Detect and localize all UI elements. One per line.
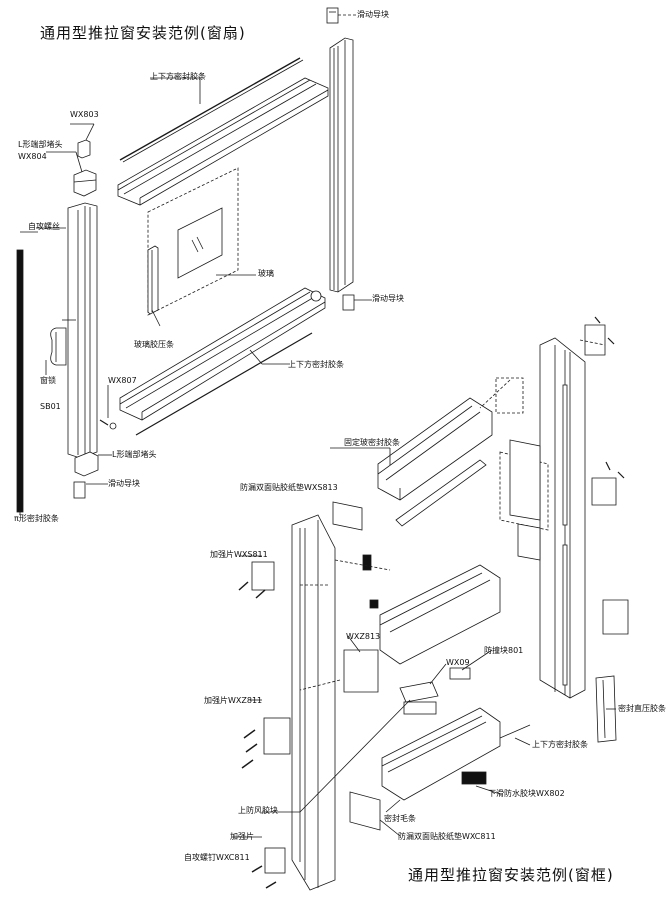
label-fixed-glass-seal: 固定玻密封胶条	[344, 438, 400, 447]
sash-top-rail	[117, 77, 329, 206]
label-glass-strip: 玻璃胶压条	[134, 340, 174, 349]
sash-left-profile	[67, 202, 98, 459]
label-anti-leak-wxs813: 防漏双面贴胶纸垫WXS813	[240, 483, 338, 492]
label-seal-top-bottom-1: 上下方密封胶条	[150, 72, 206, 81]
label-slide-guide-mid: 滑动导块	[372, 294, 404, 303]
label-seal-top-bottom-2: 上下方密封胶条	[288, 360, 344, 369]
frame-right-profile	[539, 337, 586, 699]
label-lock: 窗锁	[40, 376, 56, 385]
label-seal-press-strip: 密封直压胶条	[618, 704, 666, 713]
label-glass: 玻璃	[258, 269, 274, 278]
label-anti-leak-wxc811: 防漏双面贴胶纸垫WXC811	[398, 832, 496, 841]
label-lock-model: SB01	[40, 402, 61, 411]
frame-title: 通用型推拉窗安装范例(窗框)	[408, 866, 614, 884]
l-end-plug-top-part	[73, 139, 97, 197]
label-l-end-plug-bottom: L形端部堵头	[112, 450, 157, 459]
label-wx09: WX09	[446, 658, 470, 667]
label-wxz813: WXZ813	[346, 632, 381, 641]
label-l-end-plug-top: L形端部堵头	[18, 140, 63, 149]
label-windproof-block: 上防风胶块	[238, 806, 278, 815]
sash-title: 通用型推拉窗安装范例(窗扇)	[40, 24, 246, 42]
sash-bottom-rail	[119, 287, 326, 421]
label-self-tap-screw: 自攻螺丝	[28, 222, 60, 231]
label-reinforce: 加强片	[230, 832, 254, 841]
label-self-tap-wxc811: 自攻螺钉WXC811	[184, 853, 250, 862]
window-lock-part	[50, 319, 76, 366]
label-reinforce-wxz811: 加强片WXZ811	[204, 696, 263, 705]
label-waterproof-wx802: 下滑防水胶块WX802	[488, 789, 565, 798]
label-slide-guide-bottom: 滑动导块	[108, 479, 140, 488]
label-bump-block: 防撞块801	[484, 646, 524, 655]
frame-middle-rail	[379, 564, 501, 665]
label-wx804: WX804	[18, 152, 47, 161]
label-wx807: WX807	[108, 376, 137, 385]
label-seal-brush: 密封毛条	[384, 814, 416, 823]
frame-bottom-rail	[381, 707, 501, 801]
sash-right-profile	[329, 37, 354, 293]
label-pi-seal: π形密封胶条	[14, 514, 59, 523]
frame-left-profile	[291, 514, 336, 891]
glass-bead-strip	[147, 245, 159, 315]
label-seal-top-bottom-3: 上下方密封胶条	[532, 740, 588, 749]
slide-guide-top-part	[326, 7, 339, 24]
label-reinforce-wxs811: 加强片WXS811	[210, 550, 268, 559]
label-wx803: WX803	[70, 110, 99, 119]
label-slide-guide-top: 滑动导块	[357, 10, 389, 19]
frame-top-rail	[377, 397, 493, 501]
